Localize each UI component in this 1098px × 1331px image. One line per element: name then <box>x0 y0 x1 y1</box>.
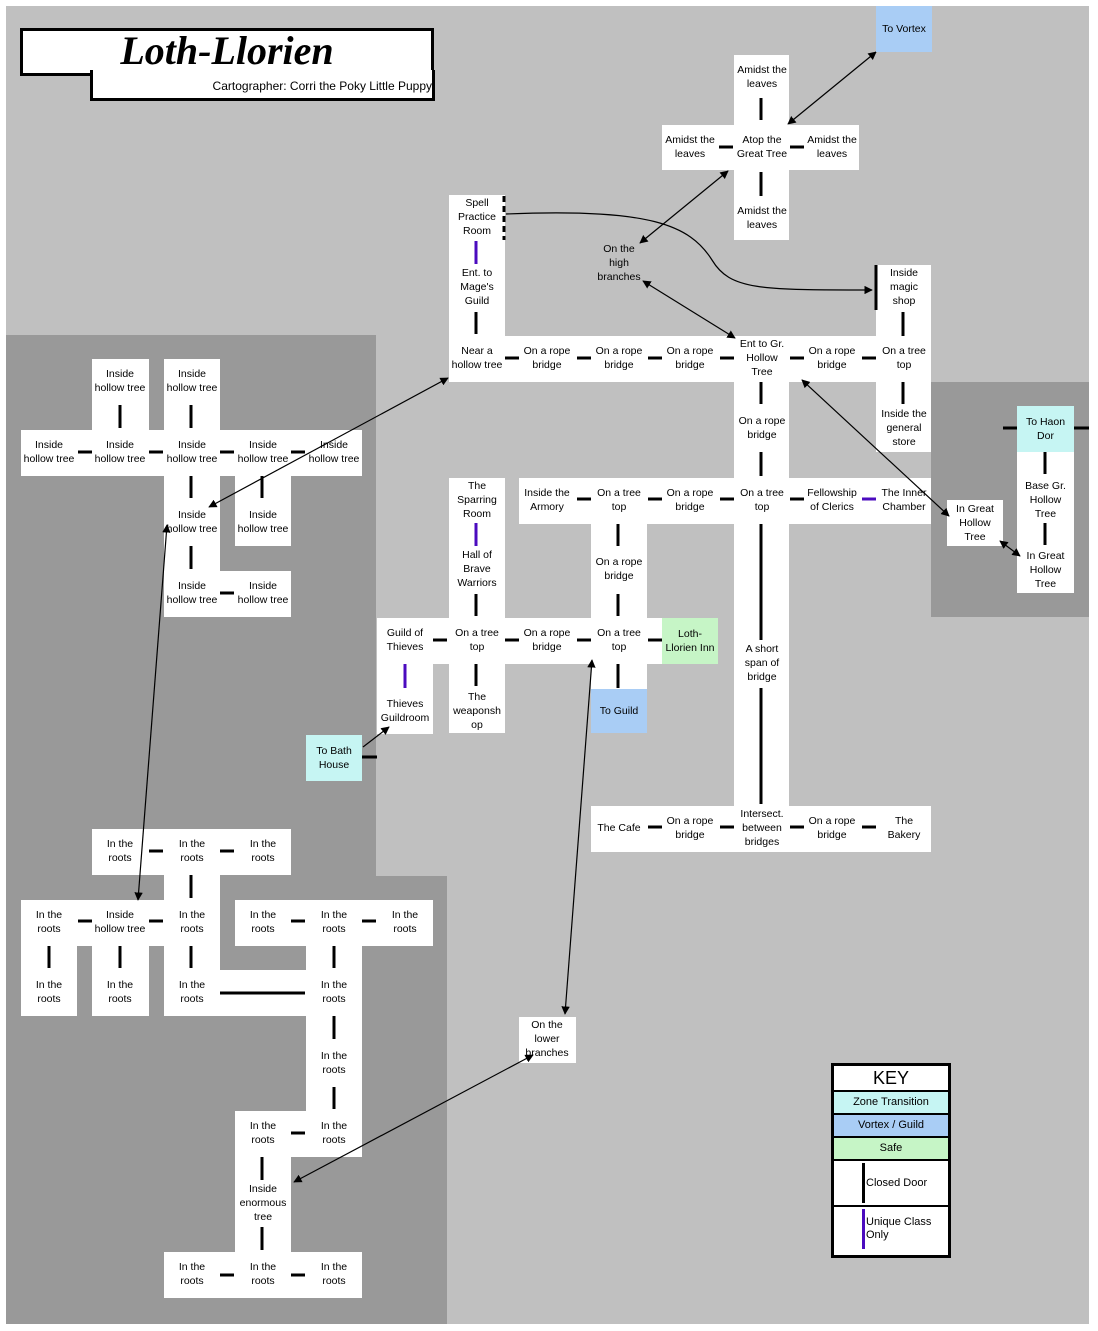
room-tree-top-4: On a tree top <box>455 627 499 653</box>
room-tree-top-5: On a tree top <box>597 627 641 653</box>
room-weaponshop: The weaponsh op <box>453 691 501 731</box>
room-hollow-4: Inside hollow tree <box>94 439 146 465</box>
room-roots-17: In the roots <box>249 1261 277 1287</box>
room-rope-6: On a rope bridge <box>666 487 714 513</box>
room-short-span: A short span of bridge <box>744 643 780 683</box>
room-amidst-w: Amidst the leaves <box>665 134 715 160</box>
room-roots-7: In the roots <box>320 909 348 935</box>
key-safe: Safe <box>834 1138 948 1161</box>
key-vortex-guild: Vortex / Guild <box>834 1115 948 1138</box>
room-amidst-e: Amidst the leaves <box>807 134 857 160</box>
room-roots-5: In the roots <box>178 909 206 935</box>
room-atop-great-tree: Atop the Great Tree <box>736 134 788 160</box>
room-roots-2: In the roots <box>178 838 206 864</box>
room-roots-4: In the roots <box>35 909 63 935</box>
room-brave-warriors: Hall of Brave Warriors <box>457 549 497 589</box>
room-roots-14: In the roots <box>249 1120 277 1146</box>
room-high-branches: On the high branches <box>597 243 641 283</box>
room-armory: Inside the Armory <box>524 487 570 513</box>
room-hollow-8: Inside hollow tree <box>166 509 218 535</box>
room-roots-hollow: Inside hollow tree <box>94 909 146 935</box>
room-hollow-9: Inside hollow tree <box>237 509 289 535</box>
room-rope-5: On a rope bridge <box>738 415 786 441</box>
room-lower-branches: On the lower branches <box>525 1019 569 1059</box>
room-roots-1: In the roots <box>106 838 134 864</box>
room-near-hollow-tree: Near a hollow tree <box>451 345 503 371</box>
room-tree-top-2: On a tree top <box>597 487 641 513</box>
room-rope-7: On a rope bridge <box>595 556 643 582</box>
room-in-great-hollow-2: In Great Hollow Tree <box>1026 550 1065 590</box>
room-haon-dor: To Haon Dor <box>1017 406 1074 452</box>
room-roots-8: In the roots <box>391 909 419 935</box>
room-hollow-1: Inside hollow tree <box>94 368 146 394</box>
room-hollow-6: Inside hollow tree <box>237 439 289 465</box>
room-roots-10: In the roots <box>106 979 134 1005</box>
map-key: KEY Zone Transition Vortex / Guild Safe … <box>831 1063 951 1258</box>
room-hollow-2: Inside hollow tree <box>166 368 218 394</box>
room-clerics: Fellowship of Clerics <box>807 487 857 513</box>
room-roots-15: In the roots <box>320 1120 348 1146</box>
room-rope-3: On a rope bridge <box>666 345 714 371</box>
room-roots-13: In the roots <box>320 1050 348 1076</box>
room-cafe: The Cafe <box>597 822 641 834</box>
room-sparring: The Sparring Room <box>457 480 497 520</box>
title-tab <box>90 70 435 101</box>
room-tree-top-1: On a tree top <box>882 345 926 371</box>
room-hollow-3: Inside hollow tree <box>23 439 75 465</box>
room-thieves-guildroom: Thieves Guildroom <box>380 698 430 724</box>
room-general-store: Inside the general store <box>881 408 927 448</box>
room-ent-gr-hollow: Ent to Gr. Hollow Tree <box>739 338 785 378</box>
cartographer-credit: Cartographer: Corri the Poky Little Pupp… <box>212 79 432 93</box>
room-roots-11: In the roots <box>178 979 206 1005</box>
unique-class-swatch <box>862 1209 865 1249</box>
room-roots-12: In the roots <box>320 979 348 1005</box>
room-rope-4: On a rope bridge <box>808 345 856 371</box>
key-closed-door: Closed Door <box>834 1161 948 1207</box>
room-roots-18: In the roots <box>320 1261 348 1287</box>
room-tree-top-3: On a tree top <box>740 487 784 513</box>
room-in-great-hollow-1: In Great Hollow Tree <box>956 503 994 543</box>
room-hollow-11: Inside hollow tree <box>237 580 289 606</box>
room-roots-9: In the roots <box>35 979 63 1005</box>
room-hollow-7: Inside hollow tree <box>308 439 360 465</box>
room-guild-thieves: Guild of Thieves <box>386 627 424 653</box>
room-roots-3: In the roots <box>249 838 277 864</box>
room-bakery: The Bakery <box>887 815 921 841</box>
room-to-guild: To Guild <box>591 689 647 733</box>
room-hollow-5: Inside hollow tree <box>166 439 218 465</box>
room-rope-2: On a rope bridge <box>595 345 643 371</box>
room-rope-10: On a rope bridge <box>808 815 856 841</box>
room-magic-shop: Inside magic shop <box>889 267 919 307</box>
key-unique-class: Unique Class Only <box>834 1207 948 1252</box>
room-amidst-n: Amidst the leaves <box>737 64 787 90</box>
room-inner-chamber: The Inner Chamber <box>881 487 927 513</box>
room-inn: Loth- Llorien Inn <box>662 618 718 664</box>
key-closed-door-label: Closed Door <box>866 1176 928 1189</box>
room-base-gr-hollow: Base Gr. Hollow Tree <box>1025 480 1066 520</box>
key-zone-transition: Zone Transition <box>834 1092 948 1115</box>
closed-door-swatch <box>862 1163 865 1203</box>
key-title: KEY <box>834 1066 948 1092</box>
room-enormous-tree: Inside enormous tree <box>239 1183 287 1223</box>
map-title: Loth-Llorien <box>120 28 334 73</box>
room-rope-8: On a rope bridge <box>523 627 571 653</box>
room-vortex: To Vortex <box>876 6 932 52</box>
room-rope-9: On a rope bridge <box>666 815 714 841</box>
room-intersect: Intersect. between bridges <box>740 808 784 848</box>
room-bath-house: To Bath House <box>306 735 362 781</box>
room-spell-practice: Spell Practice Room <box>458 197 496 237</box>
room-roots-16: In the roots <box>178 1261 206 1287</box>
room-rope-1: On a rope bridge <box>523 345 571 371</box>
room-hollow-10: Inside hollow tree <box>166 580 218 606</box>
room-roots-6: In the roots <box>249 909 277 935</box>
exit-arrows <box>134 51 1021 1183</box>
room-amidst-s: Amidst the leaves <box>737 205 787 231</box>
room-mages-guild: Ent. to Mage's Guild <box>460 267 494 307</box>
key-unique-class-label: Unique Class Only <box>866 1216 932 1241</box>
